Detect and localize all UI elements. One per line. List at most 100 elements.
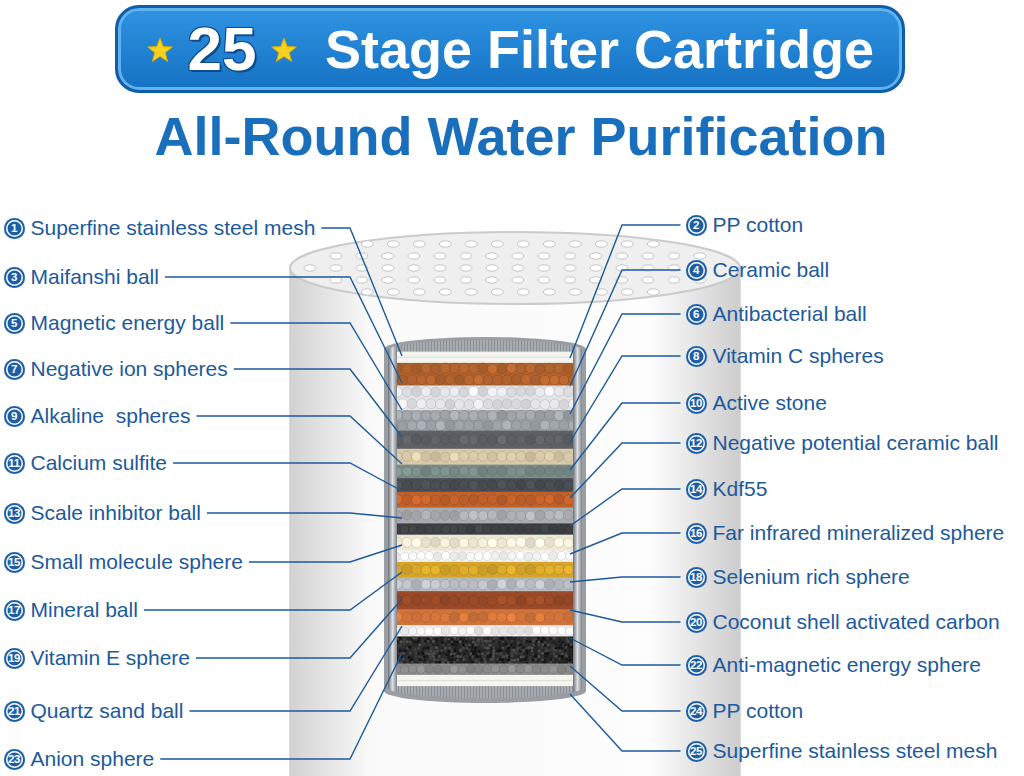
filter-sphere bbox=[421, 510, 431, 520]
carbon-grain bbox=[447, 640, 450, 643]
filter-layer bbox=[386, 664, 584, 676]
carbon-grain bbox=[465, 651, 468, 654]
carbon-grain bbox=[450, 638, 453, 641]
filter-sphere bbox=[425, 525, 434, 534]
filter-layer bbox=[386, 338, 584, 352]
mesh-wire bbox=[436, 338, 437, 352]
carbon-grain bbox=[412, 652, 415, 655]
filter-sphere bbox=[535, 435, 545, 445]
star-icon bbox=[148, 38, 173, 62]
mesh-wire bbox=[454, 686, 455, 702]
inlet-hole bbox=[460, 265, 472, 271]
inlet-hole bbox=[616, 253, 628, 259]
filter-sphere bbox=[459, 511, 469, 521]
filter-sphere bbox=[469, 480, 479, 490]
callout-item: 11Calcium sulfite bbox=[4, 451, 168, 475]
mesh-wire bbox=[469, 686, 470, 702]
filter-sphere bbox=[402, 451, 412, 461]
filter-sphere bbox=[417, 665, 426, 674]
mesh-wire bbox=[541, 338, 542, 352]
filter-sphere bbox=[483, 525, 492, 534]
carbon-grain bbox=[546, 640, 549, 643]
mesh-wire bbox=[421, 686, 422, 702]
filter-sphere bbox=[475, 524, 484, 533]
filter-sphere bbox=[554, 612, 564, 622]
filter-sphere bbox=[459, 363, 469, 373]
filter-sphere bbox=[554, 435, 564, 445]
carbon-grain bbox=[463, 655, 466, 658]
leader-line bbox=[321, 228, 402, 356]
carbon-grain bbox=[552, 658, 555, 661]
filter-layer bbox=[386, 578, 584, 592]
filter-sphere bbox=[478, 452, 488, 462]
filter-sphere bbox=[554, 386, 564, 396]
part-label: Coconut shell activated carbon bbox=[713, 610, 1000, 634]
part-label: PP cotton bbox=[713, 699, 804, 723]
filter-sphere bbox=[564, 452, 574, 462]
filter-sphere bbox=[450, 665, 459, 674]
filter-sphere bbox=[497, 466, 507, 476]
carbon-grain bbox=[570, 643, 573, 646]
filter-sphere bbox=[564, 538, 574, 548]
carbon-grain bbox=[397, 646, 400, 649]
filter-sphere bbox=[412, 612, 422, 622]
mesh-wire bbox=[457, 338, 458, 352]
filter-sphere bbox=[459, 435, 469, 445]
filter-sphere bbox=[478, 466, 488, 476]
filter-sphere bbox=[431, 452, 441, 462]
carbon-grain bbox=[415, 658, 418, 661]
carbon-grain bbox=[439, 643, 442, 646]
filter-layer bbox=[386, 625, 584, 637]
mesh-wire bbox=[535, 338, 536, 352]
carbon-grain bbox=[489, 655, 492, 658]
mesh-wire bbox=[547, 338, 548, 352]
filter-sphere bbox=[469, 364, 479, 374]
carbon-grain bbox=[469, 637, 472, 640]
callout-number: 3 bbox=[4, 267, 25, 288]
filter-sphere bbox=[545, 451, 555, 461]
filter-sphere bbox=[497, 435, 507, 445]
filter-sphere bbox=[535, 451, 545, 461]
filter-sphere bbox=[554, 363, 564, 373]
callout-item: 18Selenium rich sphere bbox=[686, 565, 910, 589]
mesh-wire bbox=[514, 338, 515, 352]
carbon-grain bbox=[501, 637, 504, 640]
carbon-grain bbox=[540, 640, 543, 643]
mesh-wire bbox=[532, 686, 533, 702]
filter-sphere bbox=[557, 551, 566, 560]
filter-sphere bbox=[450, 596, 460, 606]
filter-sphere bbox=[431, 435, 441, 445]
filter-layer bbox=[386, 636, 584, 664]
filter-sphere bbox=[508, 626, 517, 635]
callout-number: 17 bbox=[4, 600, 25, 621]
filter-sphere bbox=[507, 494, 517, 504]
filter-sphere bbox=[516, 524, 525, 533]
filter-sphere bbox=[526, 613, 536, 623]
filter-sphere bbox=[440, 466, 450, 476]
filter-sphere bbox=[516, 386, 526, 396]
filter-sphere bbox=[466, 626, 475, 635]
filter-sphere bbox=[445, 399, 455, 409]
callout-item: 20Coconut shell activated carbon bbox=[686, 610, 1000, 634]
mesh-wire bbox=[481, 686, 482, 702]
mesh-wire bbox=[514, 686, 515, 702]
carbon-grain bbox=[547, 658, 550, 661]
filter-sphere bbox=[440, 480, 450, 490]
carbon-grain bbox=[477, 658, 480, 661]
inlet-hole bbox=[460, 277, 472, 283]
mesh-wire bbox=[466, 686, 467, 702]
mesh-wire bbox=[427, 686, 428, 702]
leader-line bbox=[249, 545, 402, 562]
filter-sphere bbox=[545, 480, 555, 490]
filter-sphere bbox=[545, 579, 555, 589]
filter-sphere bbox=[550, 375, 560, 385]
mesh-wire bbox=[493, 686, 494, 702]
inlet-hole bbox=[439, 241, 451, 247]
mesh-wire bbox=[424, 338, 425, 352]
title-block: All-Round Water Purification bbox=[0, 104, 1024, 169]
inlet-hole bbox=[642, 253, 654, 259]
filter-sphere bbox=[458, 665, 467, 674]
carbon-grain bbox=[537, 658, 540, 661]
carbon-grain bbox=[489, 644, 492, 647]
carbon-grain bbox=[529, 643, 532, 646]
